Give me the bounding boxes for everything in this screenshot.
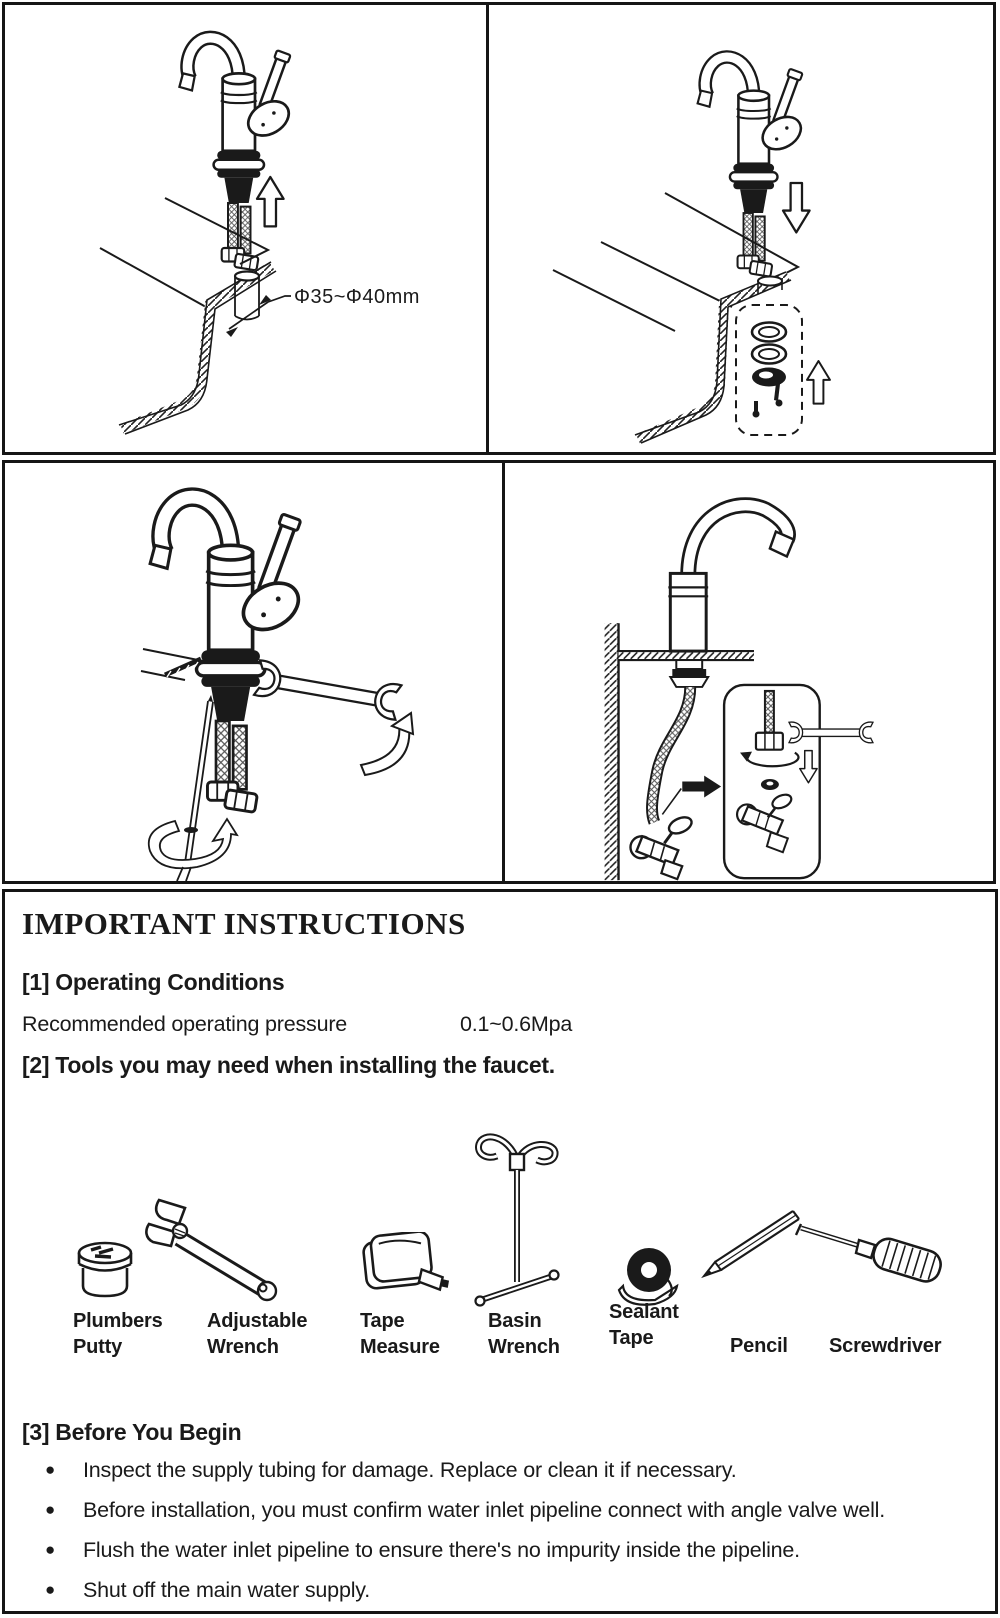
instructions-section: IMPORTANT INSTRUCTIONS [1] Operating Con… [2,889,998,1614]
rod-icon [184,700,214,865]
list-item: ● Flush the water inlet pipeline to ensu… [45,1538,800,1562]
arrow-up-icon [255,175,285,228]
operating-conditions-heading: [1] Operating Conditions [22,969,285,995]
tools-strip: Plumbers Putty Adjustable Wrench Tape Me… [5,1122,1000,1382]
tool-label: Sealant Tape [609,1301,679,1349]
tape-measure-icon [362,1232,449,1292]
list-item: ● Shut off the main water supply. [45,1578,371,1602]
adjustable-wrench-icon [145,1198,278,1302]
step3-tighten-nut-diagram [5,463,415,881]
plumbers-putty-icon [77,1241,133,1298]
rotate-arrow-icon [746,751,800,768]
installed-faucet-icon [668,497,796,653]
rotate-arrow-icon [147,817,239,870]
step4-panel [505,463,993,881]
arrow-down-icon [781,181,811,234]
list-item: ● Before installation, you must confirm … [45,1498,886,1522]
bullet-icon: ● [45,1500,56,1519]
tool-label: Adjustable Wrench [207,1310,308,1358]
step2-insert-faucet-diagram [552,5,831,444]
pointer-arrow-icon [682,775,722,798]
bullet-icon: ● [45,1580,56,1599]
tool-label: Pencil [730,1335,788,1357]
screwdriver-icon [794,1223,942,1283]
basin-wrench-icon [474,1133,560,1307]
step1-panel: Φ35~Φ40mm [5,5,489,452]
list-item: ● Inspect the supply tubing for damage. … [45,1458,737,1482]
inset-angle-valve-icon [735,793,793,854]
step4-connect-valve-diagram [604,497,874,881]
tool-label: Basin Wrench [488,1310,560,1358]
open-end-wrench-icon [252,658,403,722]
diagram-row-2 [2,460,996,884]
step3-panel [5,463,505,881]
curved-arrow-icon [359,723,411,777]
bullet-icon: ● [45,1540,56,1559]
tool-label: Screwdriver [829,1335,942,1357]
instructions-title: IMPORTANT INSTRUCTIONS [22,906,466,941]
tools-heading: [2] Tools you may need when installing t… [22,1052,555,1078]
pressure-label: Recommended operating pressure [22,1012,348,1036]
tool-label: Plumbers Putty [73,1310,163,1358]
tool-label: Tape Measure [360,1310,440,1358]
diagram-row-1: Φ35~Φ40mm [2,2,996,455]
step2-panel [489,5,993,452]
before-you-begin-heading: [3] Before You Begin [22,1419,242,1445]
arrow-up-icon [806,360,831,405]
hole-dimension-label: Φ35~Φ40mm [294,286,420,308]
pressure-value: 0.1~0.6Mpa [460,1012,573,1036]
pencil-icon [701,1210,800,1279]
sealant-tape-icon [617,1248,679,1306]
bullet-icon: ● [45,1460,56,1479]
angle-valve-icon [629,816,693,881]
step1-faucet-hose-diagram: Φ35~Φ40mm [99,5,420,435]
